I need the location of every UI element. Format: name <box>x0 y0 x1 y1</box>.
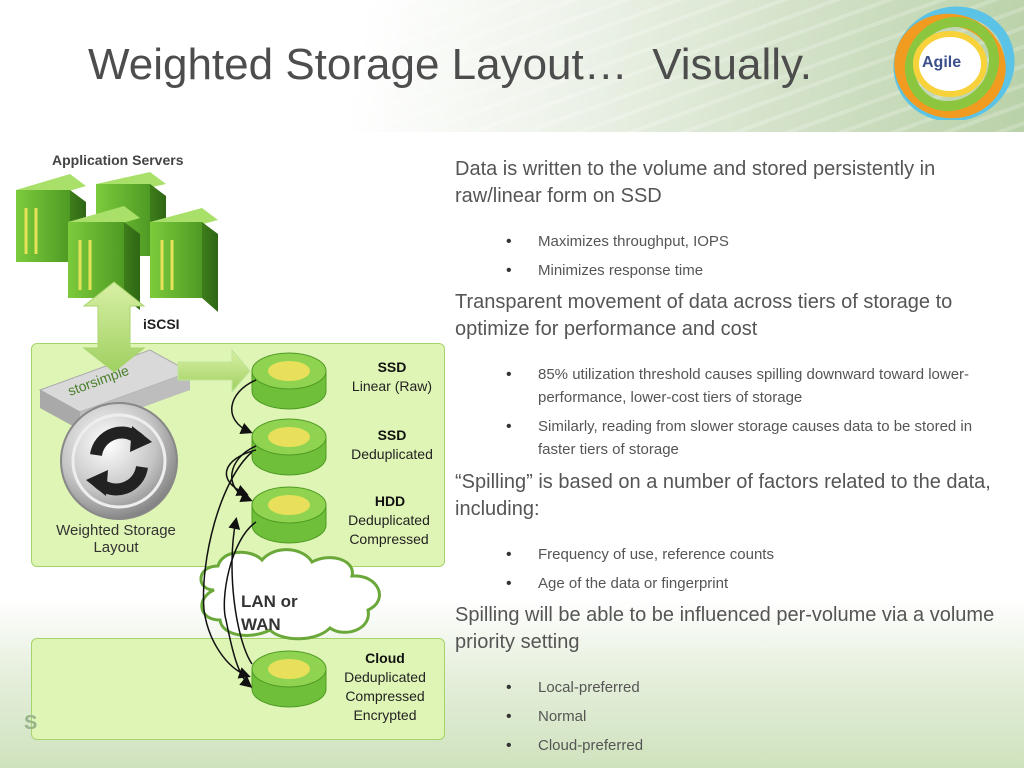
bullet-text: Cloud-preferred <box>538 737 644 754</box>
network-label: LAN or WAN <box>241 592 298 634</box>
tier-title: SSD <box>377 359 407 375</box>
tier-description: Deduplicated <box>348 512 430 528</box>
cloud-icon <box>199 548 381 641</box>
server-icon <box>16 174 86 278</box>
bullet-item: •Normal <box>506 708 587 725</box>
header-background <box>0 0 1024 132</box>
iscsi-label: iSCSI <box>143 316 180 332</box>
bullet-item: •Local-preferred <box>506 679 640 696</box>
bullet-item: •Frequency of use, reference counts <box>506 546 774 563</box>
tier-description: Compressed <box>345 688 425 704</box>
tier-description: Deduplicated <box>351 446 433 462</box>
bullet-item: •Age of the data or fingerprint <box>506 575 729 592</box>
tier-description: Linear (Raw) <box>351 378 433 394</box>
cloud-disk-icon <box>251 650 327 708</box>
tier-description: Encrypted <box>353 707 417 723</box>
hdd-disk-icon <box>251 486 327 544</box>
cloud-storage-panel <box>31 638 445 740</box>
logo-text: Agile <box>922 54 962 71</box>
bullet-item: •Similarly, reading from slower storage … <box>506 418 973 458</box>
slide-title: Weighted Storage Layout… Visually. <box>88 40 812 89</box>
arrow-right-icon <box>177 348 251 394</box>
bullet-item: •Minimizes response time <box>506 262 704 279</box>
sync-icon <box>60 402 178 520</box>
tier-description: Compressed <box>349 531 429 547</box>
storage-diagram: storsimple <box>16 172 381 708</box>
app-servers-label: Application Servers <box>52 152 184 168</box>
bullet-text: Local-preferred <box>538 679 640 696</box>
weighted-storage-label: Weighted Storage Layout <box>56 522 176 556</box>
tier-title: Cloud <box>365 650 405 666</box>
bullet-text: Minimizes response time <box>538 262 704 279</box>
bullet-text: 85% utilization threshold causes spillin… <box>538 366 970 406</box>
section-heading: “Spilling” is based on a number of facto… <box>455 471 991 520</box>
server-icon <box>150 208 218 312</box>
footer-fragment: S <box>24 712 38 734</box>
double-arrow-icon <box>82 281 146 373</box>
bullet-item: •Cloud-preferred <box>506 737 644 754</box>
bullet-text: Frequency of use, reference counts <box>538 546 774 563</box>
bullet-text: Normal <box>538 708 587 725</box>
bullet-text: Maximizes throughput, IOPS <box>538 233 729 250</box>
ssd-disk-icon <box>251 352 327 410</box>
ssd-disk-icon <box>251 418 327 476</box>
tier-title: SSD <box>377 427 407 443</box>
bullet-text: Age of the data or fingerprint <box>538 575 729 592</box>
bullet-text: Similarly, reading from slower storage c… <box>538 418 973 458</box>
bullet-item: •85% utilization threshold causes spilli… <box>506 366 970 406</box>
section-heading: Spilling will be able to be influenced p… <box>455 604 995 653</box>
tier-description: Deduplicated <box>344 669 426 685</box>
data-flow-arrows <box>202 379 257 688</box>
tier-title: HDD <box>374 493 406 509</box>
section-heading: Data is written to the volume and stored… <box>455 158 936 207</box>
agile-logo-icon <box>893 6 1015 120</box>
bullet-item: •Maximizes throughput, IOPS <box>506 233 729 250</box>
section-heading: Transparent movement of data across tier… <box>455 291 953 340</box>
